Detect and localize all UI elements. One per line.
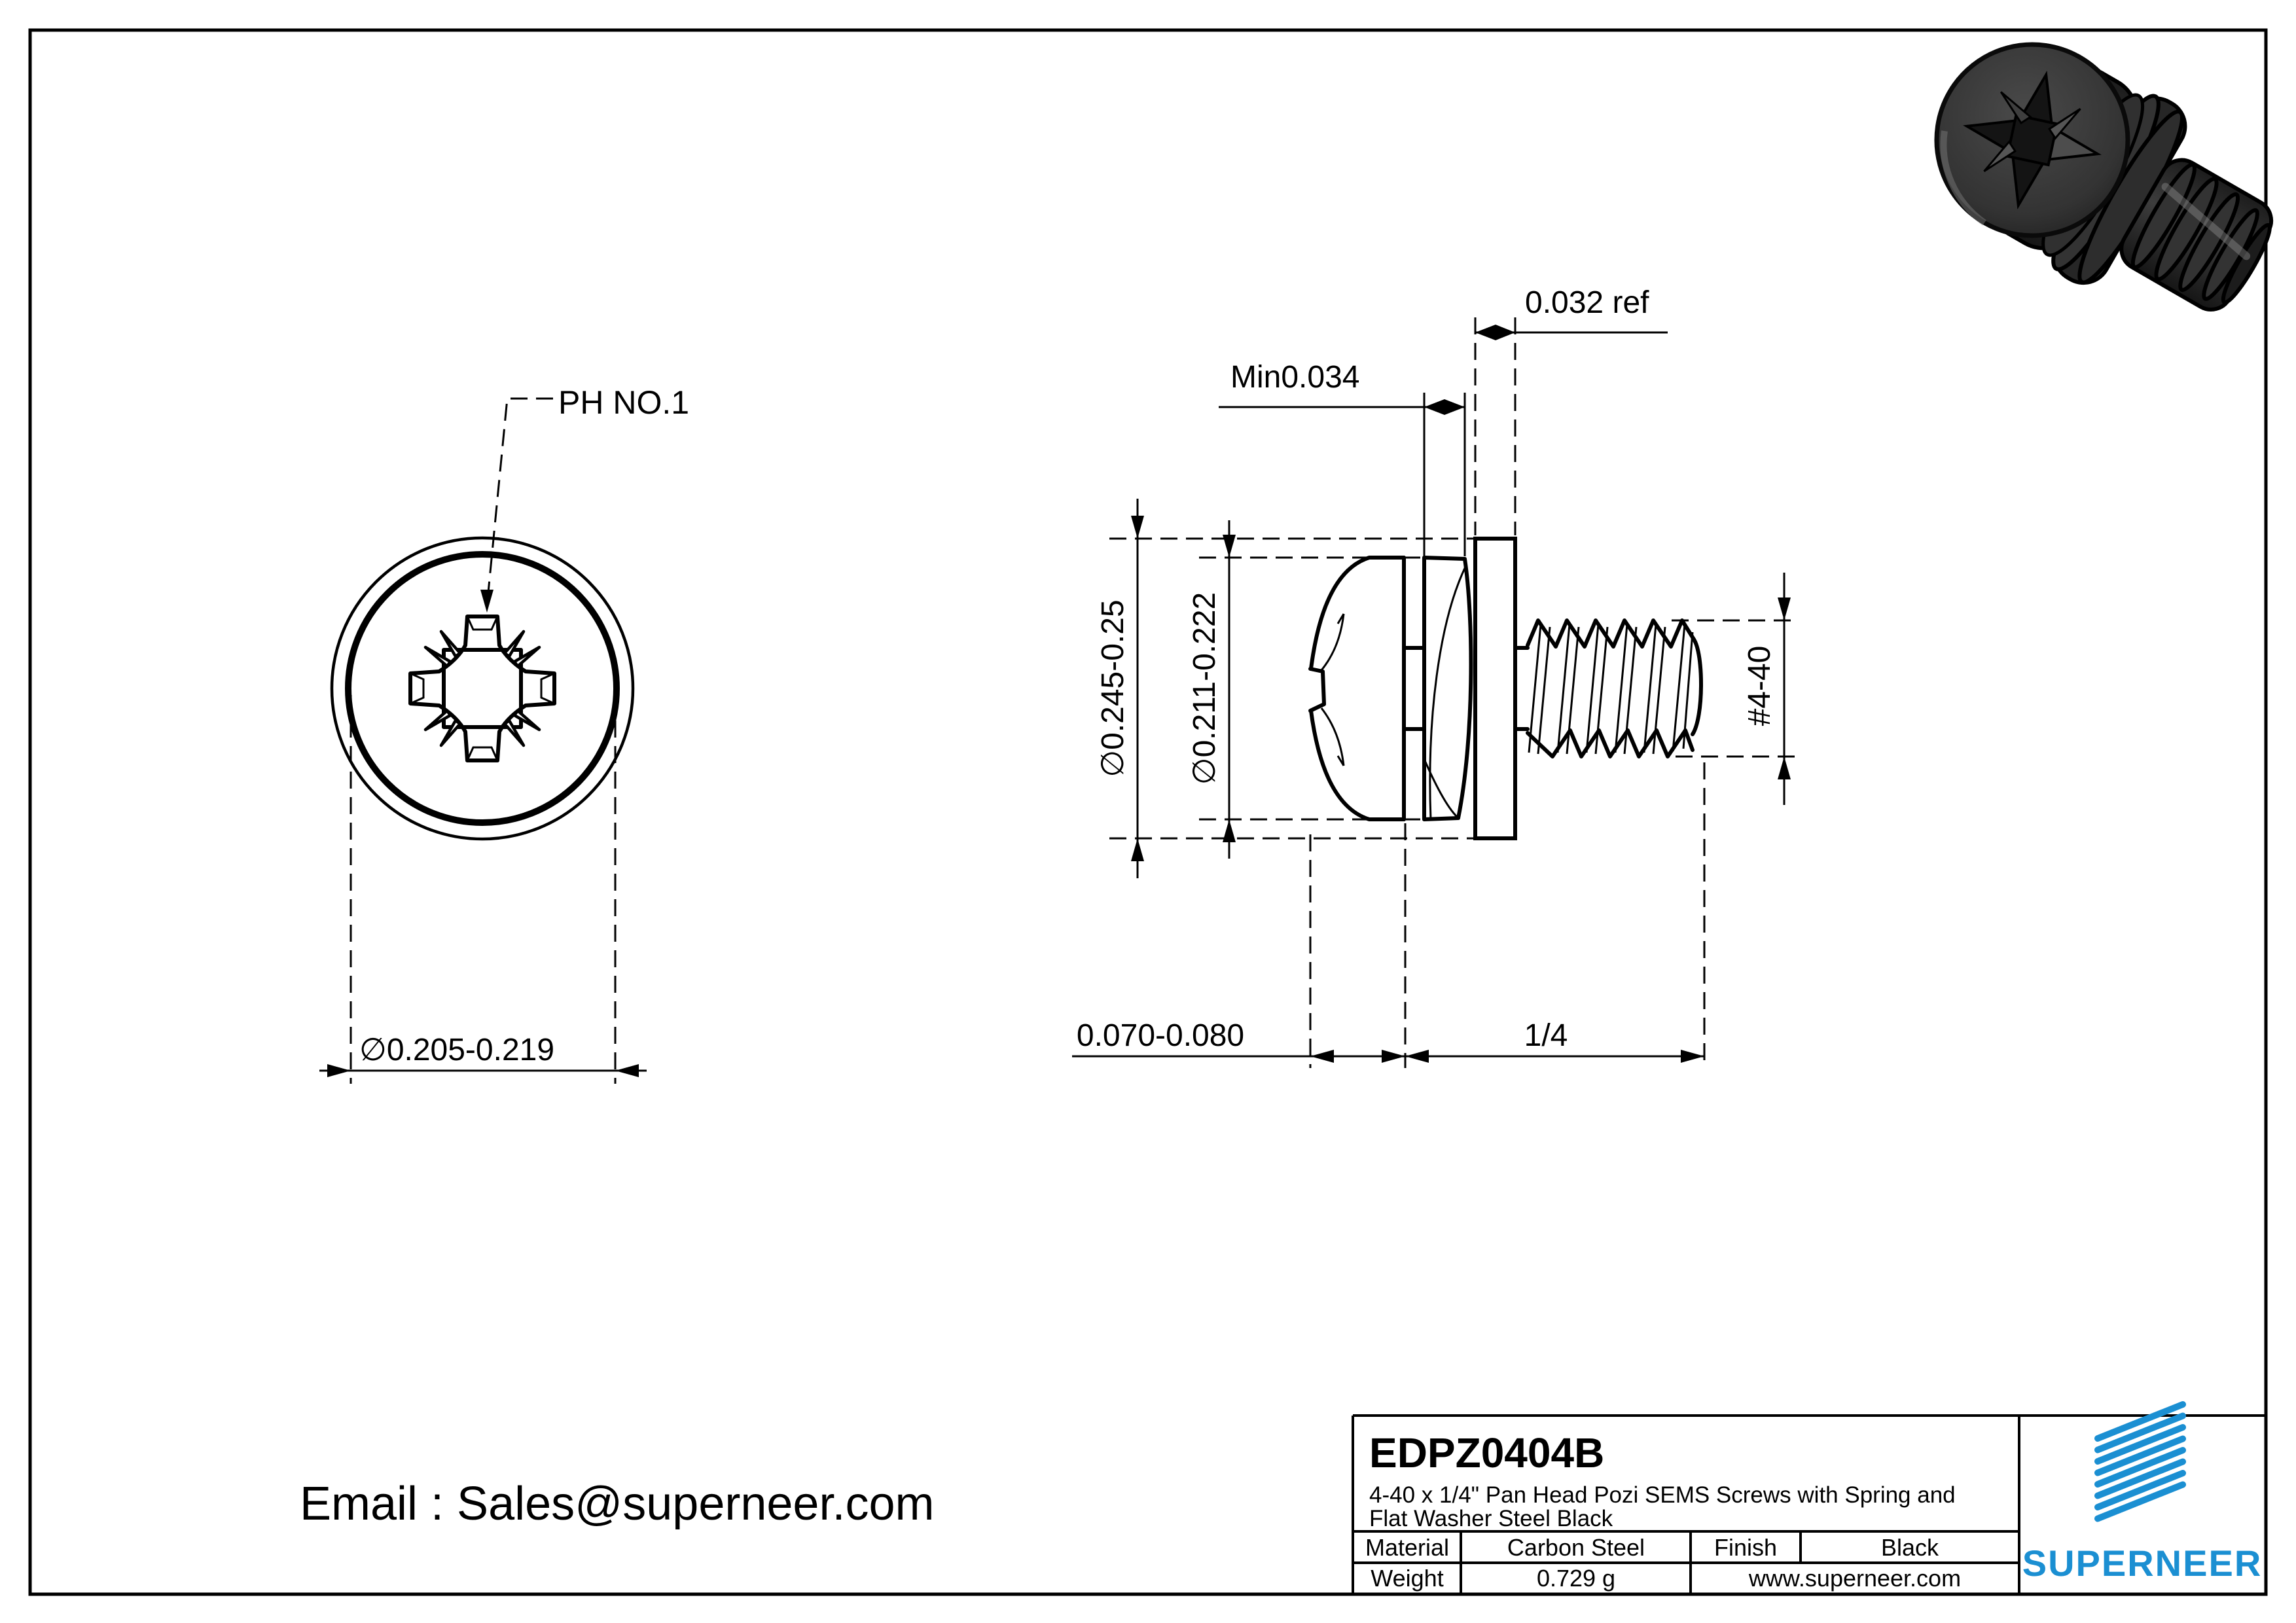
recess-callout: PH NO.1 xyxy=(480,384,689,613)
dim-flat-washer-od: ∅0.245-0.25 xyxy=(1096,499,1144,878)
side-thread xyxy=(1526,618,1703,758)
render-pozi-recess xyxy=(1963,71,2102,209)
dim-flat-washer-thickness: 0.032 ref xyxy=(1475,285,1668,340)
front-view: PH NO.1 ∅0.205-0.219 xyxy=(319,384,689,1084)
side-head xyxy=(1308,556,1406,821)
dim-spring-washer-thickness: Min0.034 xyxy=(1219,360,1466,556)
pozi-recess xyxy=(408,615,556,762)
leader-arrow xyxy=(480,590,493,613)
svg-text:∅0.245-0.25: ∅0.245-0.25 xyxy=(1096,599,1130,777)
dim-head-od: ∅0.211-0.222 xyxy=(1187,520,1236,859)
side-spring-washer xyxy=(1422,556,1473,821)
logo-stripes-icon xyxy=(2094,1401,2186,1522)
brand-logo: SUPERNEER xyxy=(2022,1401,2263,1584)
recess-label: PH NO.1 xyxy=(558,384,689,421)
page-border xyxy=(28,28,2268,1596)
svg-text:Min0.034: Min0.034 xyxy=(1230,360,1359,395)
dim-head-height-text: 0.070-0.080 xyxy=(1077,1018,1244,1053)
svg-text:∅0.211-0.222: ∅0.211-0.222 xyxy=(1187,592,1222,785)
description-line1: 4-40 x 1/4" Pan Head Pozi SEMS Screws wi… xyxy=(1369,1482,1956,1508)
description-line2: Flat Washer Steel Black xyxy=(1369,1506,1613,1531)
dim-thread-spec: #4-40 xyxy=(1742,573,1791,805)
dim-head-diameter-text: ∅0.205-0.219 xyxy=(359,1033,554,1067)
title-block: EDPZ0404B 4-40 x 1/4" Pan Head Pozi SEMS… xyxy=(1352,1401,2265,1594)
screw-3d-render xyxy=(1934,42,2274,312)
brand-wordmark: SUPERNEER xyxy=(2022,1543,2263,1584)
finish-value: Black xyxy=(1881,1534,1939,1561)
website-link: www.superneer.com xyxy=(1748,1565,1961,1592)
email-text: Email : Sales@superneer.com xyxy=(300,1478,935,1530)
side-flat-washer xyxy=(1473,537,1517,840)
head-outline-circle xyxy=(345,551,620,826)
svg-text:0.032 ref: 0.032 ref xyxy=(1525,285,1649,320)
washer-outline-circle xyxy=(330,536,635,841)
pozi-spikes xyxy=(423,630,541,747)
part-number: EDPZ0404B xyxy=(1369,1429,1604,1476)
dim-head-height-and-length: 0.070-0.080 1/4 xyxy=(1072,1018,1704,1063)
dim-thread-length-text: 1/4 xyxy=(1524,1018,1568,1053)
front-dim-head-diameter: ∅0.205-0.219 xyxy=(319,695,647,1084)
finish-label: Finish xyxy=(1714,1534,1777,1561)
side-view: 0.032 ref Min0.034 ∅0.245-0.25 ∅0.211-0.… xyxy=(1072,285,1797,1068)
material-value: Carbon Steel xyxy=(1507,1534,1645,1561)
weight-label: Weight xyxy=(1371,1565,1443,1592)
weight-value: 0.729 g xyxy=(1537,1565,1615,1592)
material-label: Material xyxy=(1365,1534,1449,1561)
svg-text:#4-40: #4-40 xyxy=(1742,646,1777,726)
